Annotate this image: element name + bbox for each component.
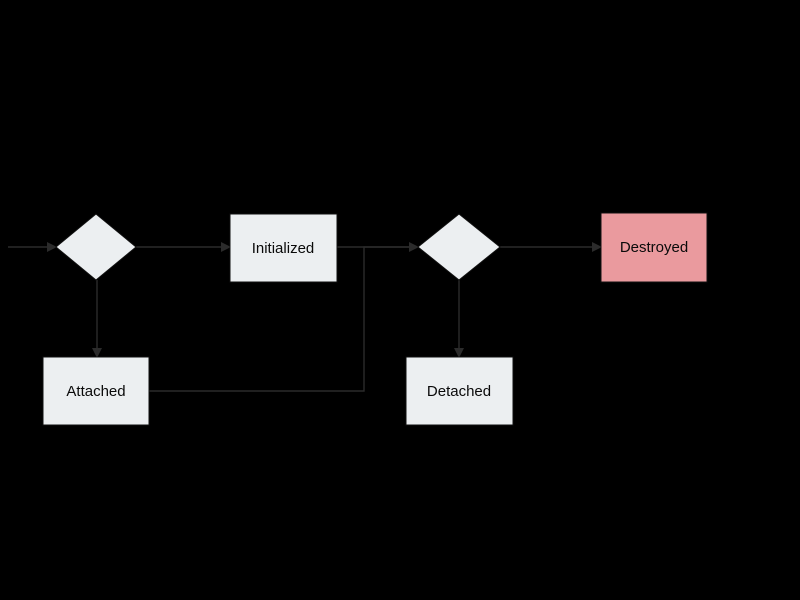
state-box-shape bbox=[405, 356, 514, 426]
arrowhead-icon bbox=[92, 348, 102, 358]
node-destroyed[interactable]: Destroyed bbox=[600, 212, 708, 283]
node-decision-1[interactable] bbox=[55, 213, 137, 281]
edge-path bbox=[149, 246, 414, 392]
edge-start-to-decision-1[interactable] bbox=[8, 242, 57, 252]
edge-layer bbox=[8, 242, 602, 392]
node-attached[interactable]: Attached bbox=[42, 356, 150, 426]
edge-decision-2-to-detached[interactable] bbox=[454, 280, 464, 358]
arrowhead-icon bbox=[47, 242, 57, 252]
decision-diamond-shape bbox=[55, 213, 137, 281]
arrowhead-icon bbox=[592, 242, 602, 252]
state-box-shape bbox=[229, 213, 338, 283]
terminal-box-shape bbox=[600, 212, 708, 283]
arrowhead-icon bbox=[409, 242, 419, 252]
decision-diamond-shape bbox=[417, 213, 501, 281]
arrowhead-icon bbox=[454, 348, 464, 358]
arrowhead-icon bbox=[221, 242, 231, 252]
edge-decision-1-to-attached[interactable] bbox=[92, 280, 102, 358]
node-decision-2[interactable] bbox=[417, 213, 501, 281]
node-initialized[interactable]: Initialized bbox=[229, 213, 338, 283]
edge-decision-1-to-initialized[interactable] bbox=[136, 242, 231, 252]
node-detached[interactable]: Detached bbox=[405, 356, 514, 426]
edge-attached-to-decision-2[interactable] bbox=[149, 242, 419, 392]
node-layer: Initialized Attached Detached Destroyed bbox=[42, 212, 708, 426]
state-box-shape bbox=[42, 356, 150, 426]
edge-decision-2-to-destroyed[interactable] bbox=[500, 242, 602, 252]
